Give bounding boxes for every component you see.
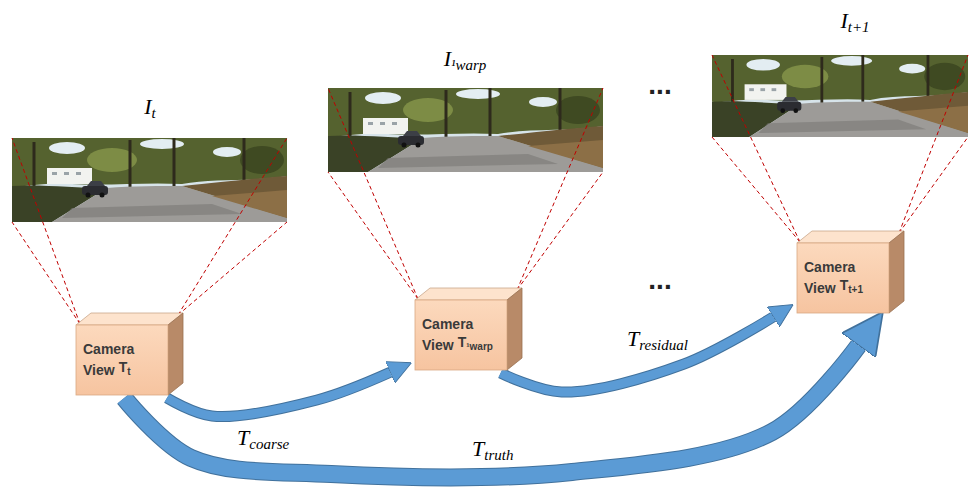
pose-symbol: Tt+1: [840, 277, 863, 297]
frustum-line: [899, 137, 968, 233]
box-front: Camera ViewT¹warp: [415, 300, 507, 370]
frustum-line: [899, 55, 968, 233]
box-front: Camera ViewTt: [76, 325, 168, 395]
image-label: I¹warp: [444, 46, 487, 74]
transform-label: Ttruth: [470, 436, 515, 464]
connector: [501, 317, 774, 392]
ellipsis: ...: [648, 70, 671, 101]
box-text: Camera ViewTt: [83, 341, 161, 379]
camera-image: [328, 88, 603, 172]
transform-arrow: [501, 317, 774, 392]
frustum-line: [712, 137, 800, 242]
pose-symbol: Tt: [119, 359, 131, 379]
box-text: Camera ViewTt+1: [804, 259, 882, 297]
camera-image: [712, 55, 968, 137]
camera-image: [12, 138, 287, 222]
frustum-line: [517, 172, 603, 290]
box-top-face: [415, 288, 522, 300]
box-side-face: [507, 288, 522, 370]
transform-label: Tresidual: [625, 326, 690, 354]
connector-outline: [167, 372, 390, 416]
transform-arrow: [167, 372, 390, 416]
frustum-line: [712, 55, 800, 242]
pose-symbol: T¹warp: [458, 334, 493, 354]
camera-box: Camera ViewT¹warp: [415, 288, 522, 370]
frustum-line: [12, 138, 80, 324]
box-front-face: [76, 325, 168, 395]
frustum-line: [178, 138, 287, 315]
box-front: Camera ViewTt+1: [797, 243, 889, 313]
frustum-line: [328, 88, 418, 299]
box-front-face: [797, 243, 889, 313]
box-side-face: [889, 231, 904, 313]
box-side-face: [168, 313, 183, 395]
image-label: It+1: [840, 8, 869, 36]
frustum-line: [517, 88, 603, 290]
connector-outline: [501, 317, 774, 392]
box-top-face: [797, 231, 904, 243]
frustum-line: [178, 222, 287, 315]
connector: [167, 372, 390, 416]
frustum-line: [12, 222, 80, 324]
ellipsis: ...: [648, 265, 671, 296]
box-front-face: [415, 300, 507, 370]
image-label: It: [144, 94, 156, 122]
frustum-line: [328, 172, 418, 299]
camera-box: Camera ViewTt+1: [797, 231, 904, 313]
box-top-face: [76, 313, 183, 325]
view-frustum: [12, 55, 968, 324]
box-text: Camera ViewT¹warp: [422, 316, 500, 354]
camera-box: Camera ViewTt: [76, 313, 183, 395]
transform-label: Tcoarse: [235, 425, 291, 453]
